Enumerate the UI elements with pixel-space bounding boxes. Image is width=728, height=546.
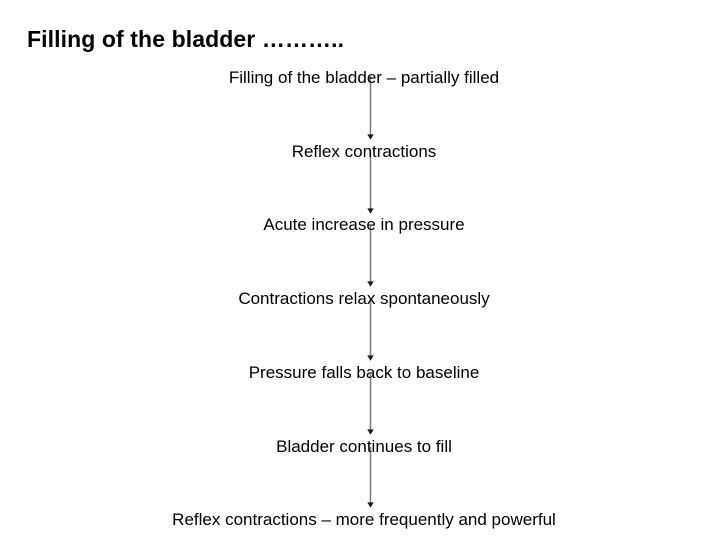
flow-step: Reflex contractions – more frequently an…: [0, 510, 728, 530]
flow-step: Filling of the bladder – partially fille…: [0, 68, 728, 88]
page-title: Filling of the bladder ………..: [27, 26, 345, 52]
flow-step-label: Bladder continues to fill: [276, 437, 452, 456]
flow-step-label: Contractions relax spontaneously: [238, 289, 490, 308]
flow-step-label: Acute increase in pressure: [263, 215, 465, 234]
flow-step-label: Pressure falls back to baseline: [248, 363, 480, 382]
flow-step: Contractions relax spontaneously: [0, 289, 728, 309]
flow-step: Acute increase in pressure: [0, 215, 728, 235]
flow-step-label: Reflex contractions – more frequently an…: [172, 510, 556, 529]
flow-step-label: Reflex contractions: [291, 142, 437, 161]
flow-step: Pressure falls back to baseline: [0, 363, 728, 383]
flow-step: Reflex contractions: [0, 142, 728, 162]
flow-step-label: Filling of the bladder – partially fille…: [228, 68, 500, 87]
flow-step: Bladder continues to fill: [0, 437, 728, 457]
